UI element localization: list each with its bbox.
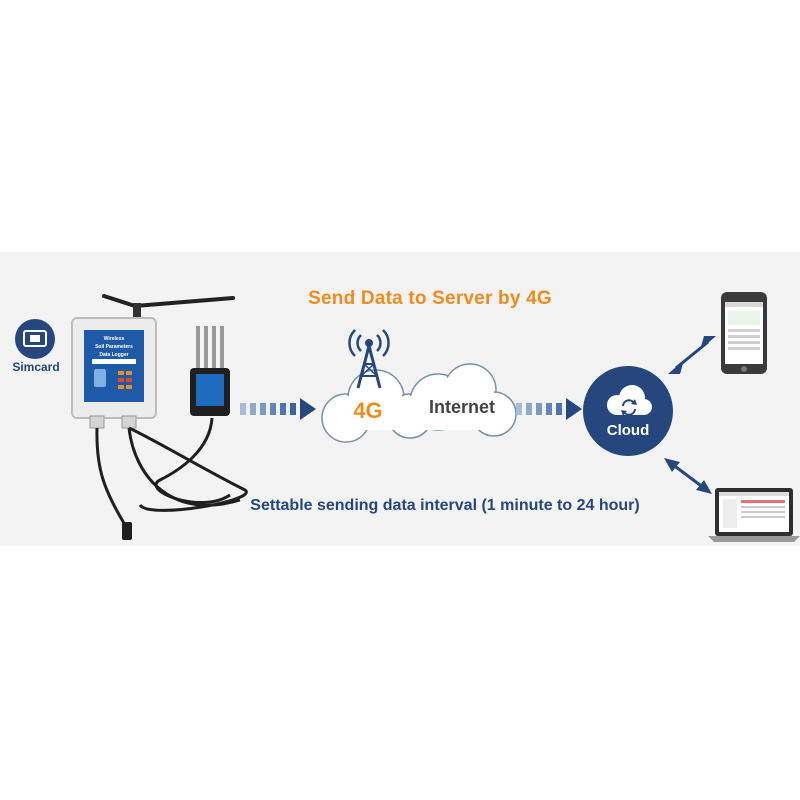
simcard-icon xyxy=(15,319,55,359)
diagram-title: Send Data to Server by 4G xyxy=(308,288,552,309)
smartphone-icon xyxy=(721,292,767,374)
data-logger-device: Wireless Soil Parameters Data Logger xyxy=(71,294,248,540)
bidirectional-arrow-laptop xyxy=(664,458,712,494)
cloud-label: Cloud xyxy=(606,422,650,439)
cloud-sync-icon xyxy=(607,385,652,416)
data-flow-arrow-2 xyxy=(516,398,582,420)
cloud-server xyxy=(583,366,673,456)
data-flow-arrow-1 xyxy=(240,398,316,420)
bidirectional-arrow-phone xyxy=(668,336,716,374)
device-line2: Soil Parameters xyxy=(95,344,133,350)
laptop-icon xyxy=(708,488,800,542)
interval-caption: Settable sending data interval (1 minute… xyxy=(250,497,640,514)
antenna-icon xyxy=(102,294,235,319)
network-4g-label: 4G xyxy=(353,398,383,423)
simcard-label: Simcard xyxy=(12,360,60,374)
device-line3: Data Logger xyxy=(99,352,128,358)
cell-tower-icon xyxy=(348,329,390,389)
internet-label: Internet xyxy=(428,397,495,417)
network-clouds xyxy=(321,363,517,443)
device-line1: Wireless xyxy=(104,336,125,342)
